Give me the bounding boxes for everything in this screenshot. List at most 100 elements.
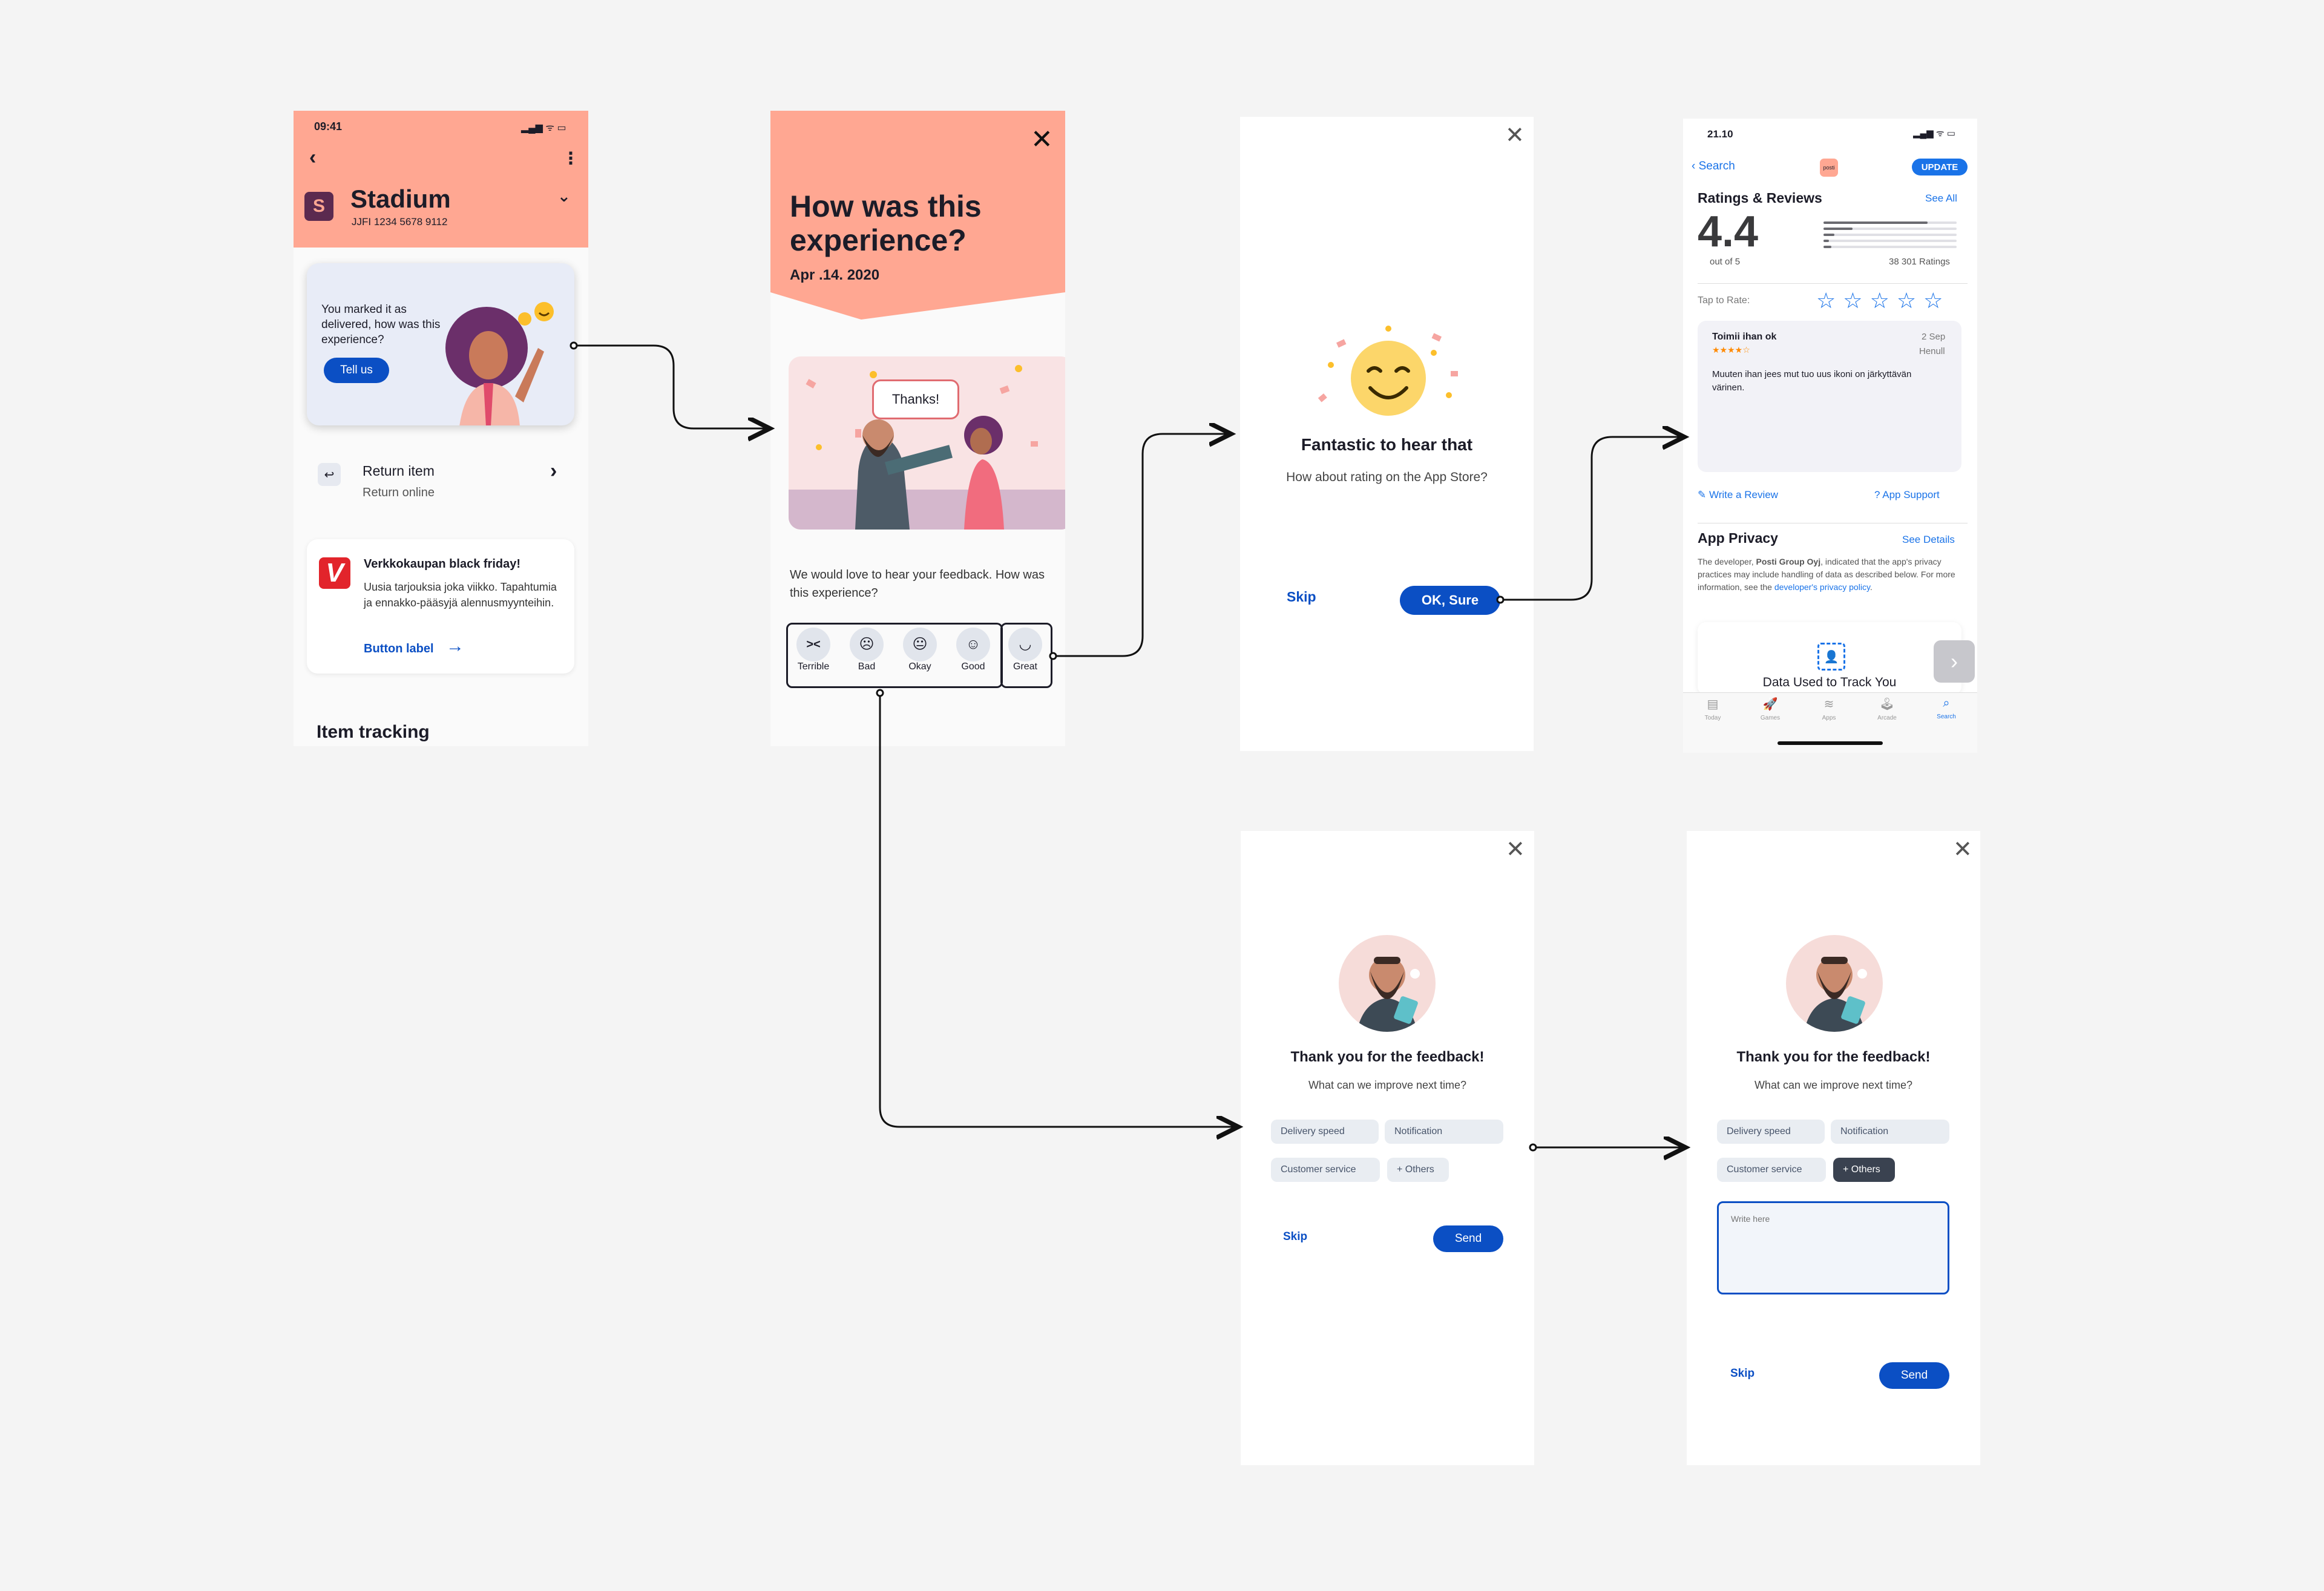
star-outline-icon[interactable]: ☆ xyxy=(1896,288,1924,313)
chip-notification[interactable]: Notification xyxy=(1831,1120,1949,1144)
dialog-title: Fantastic to hear that xyxy=(1301,435,1473,454)
rating-bad[interactable]: ☹ Bad xyxy=(842,628,891,684)
rating-okay[interactable]: 😐 Okay xyxy=(895,628,945,684)
status-icons: ▂▄▆ ᯤ ▭ xyxy=(1913,128,1955,139)
rating-great-label: Great xyxy=(1013,661,1037,672)
privacy-policy-link[interactable]: developer's privacy policy xyxy=(1774,582,1870,592)
man-avatar xyxy=(1339,935,1436,1032)
screen-rate-experience: ✕ How was this experience? Apr .14. 2020… xyxy=(770,111,1065,746)
app-support-link[interactable]: ? App Support xyxy=(1874,489,1940,500)
dialog-subtitle: How about rating on the App Store? xyxy=(1286,470,1488,484)
histogram-bar xyxy=(1823,234,1957,236)
star-outline-icon[interactable]: ☆ xyxy=(1923,288,1951,313)
track-card[interactable]: 👤 Data Used to Track You xyxy=(1698,622,1961,695)
tell-us-button[interactable]: Tell us xyxy=(324,358,389,383)
see-all-link[interactable]: See All xyxy=(1925,192,1957,204)
return-item-row[interactable]: ↩ Return item Return online › xyxy=(294,456,588,510)
chip-others[interactable]: + Others xyxy=(1387,1158,1449,1182)
chip-notification[interactable]: Notification xyxy=(1385,1120,1503,1144)
rating-terrible-label: Terrible xyxy=(797,661,830,672)
skip-button[interactable]: Skip xyxy=(1730,1367,1755,1380)
review-title: Toimii ihan ok xyxy=(1712,332,1777,342)
tap-to-rate-stars[interactable]: ☆☆☆☆☆ xyxy=(1816,288,1950,313)
status-time: 09:41 xyxy=(314,120,343,133)
back-icon[interactable]: ‹ xyxy=(309,146,317,169)
connector-great-to-store-prompt xyxy=(1056,434,1231,657)
happy-face-icon xyxy=(1318,326,1458,416)
man-avatar xyxy=(1786,935,1883,1032)
thanks-illustration xyxy=(789,356,1065,530)
person-scan-icon: 👤 xyxy=(1817,643,1845,671)
histogram-bar xyxy=(1823,221,1957,224)
tab-apps[interactable]: ≋Apps xyxy=(1811,697,1846,723)
app-support-label: App Support xyxy=(1882,489,1940,500)
divider xyxy=(1698,283,1968,284)
feedback-title: Thank you for the feedback! xyxy=(1736,1049,1931,1065)
chip-others-selected[interactable]: + Others xyxy=(1833,1158,1895,1182)
page-title: How was this experience? xyxy=(790,189,982,257)
face-terrible-icon: >< xyxy=(796,628,830,661)
skip-button[interactable]: Skip xyxy=(1283,1230,1308,1243)
star-outline-icon[interactable]: ☆ xyxy=(1816,288,1843,313)
see-details-link[interactable]: See Details xyxy=(1902,534,1955,545)
item-tracking-heading: Item tracking xyxy=(317,722,430,742)
privacy-text-body: , indicated that the app's privacy pract… xyxy=(1698,557,1955,592)
close-icon[interactable]: ✕ xyxy=(1031,125,1053,154)
review-card[interactable]: Toimii ihan ok 2 Sep ★★★★☆ Henull Muuten… xyxy=(1698,321,1961,472)
rocket-icon: 🚀 xyxy=(1762,698,1778,711)
send-button[interactable]: Send xyxy=(1879,1362,1949,1389)
rating-great[interactable]: ◡ Great xyxy=(1000,628,1050,684)
tab-games[interactable]: 🚀Games xyxy=(1753,697,1788,723)
feedback-card[interactable]: You marked it as delivered, how was this… xyxy=(307,263,574,425)
rating-good-label: Good xyxy=(961,661,985,672)
chip-customer-service[interactable]: Customer service xyxy=(1271,1158,1380,1182)
star-outline-icon[interactable]: ☆ xyxy=(1843,288,1870,313)
header xyxy=(294,111,588,248)
chip-delivery-speed[interactable]: Delivery speed xyxy=(1717,1120,1825,1144)
status-time: 21.10 xyxy=(1707,128,1733,140)
promo-link[interactable]: Button label xyxy=(364,642,434,655)
ratings-count: 38 301 Ratings xyxy=(1889,257,1950,267)
histogram-bar-fill xyxy=(1823,221,1928,224)
write-review-label: Write a Review xyxy=(1709,489,1778,500)
close-icon[interactable]: ✕ xyxy=(1506,837,1525,862)
privacy-text: The developer, Posti Group Oyj, indicate… xyxy=(1698,556,1964,594)
send-button[interactable]: Send xyxy=(1433,1225,1503,1252)
woman-illustration xyxy=(445,302,554,425)
tab-today[interactable]: ▤Today xyxy=(1695,697,1730,723)
update-button[interactable]: UPDATE xyxy=(1912,159,1968,176)
arrow-right-icon[interactable]: → xyxy=(446,636,464,656)
ok-sure-button[interactable]: OK, Sure xyxy=(1400,586,1500,615)
rating-good[interactable]: ☺ Good xyxy=(948,628,998,684)
header-banner xyxy=(770,111,1065,320)
back-search-link[interactable]: ‹ Search xyxy=(1692,160,1735,172)
chip-delivery-speed[interactable]: Delivery speed xyxy=(1271,1120,1379,1144)
chip-customer-service[interactable]: Customer service xyxy=(1717,1158,1826,1182)
skip-button[interactable]: Skip xyxy=(1287,589,1316,605)
feedback-title: Thank you for the feedback! xyxy=(1290,1049,1485,1065)
close-icon[interactable]: ✕ xyxy=(1953,837,1972,862)
home-indicator xyxy=(1777,741,1883,745)
screen-app-store: 21.10 ▂▄▆ ᯤ ▭ ‹ Search posti UPDATE Rati… xyxy=(1683,119,1977,753)
close-icon[interactable]: ✕ xyxy=(1505,123,1525,148)
write-review-link[interactable]: ✎ Write a Review xyxy=(1698,489,1778,500)
rating-bad-label: Bad xyxy=(858,661,876,672)
rating-terrible[interactable]: >< Terrible xyxy=(789,628,838,684)
histogram-bar-fill xyxy=(1823,246,1832,248)
tab-search[interactable]: ⌕Search xyxy=(1929,697,1964,721)
more-icon[interactable]: ⋮ xyxy=(562,149,579,168)
histogram-bar xyxy=(1823,240,1957,242)
tab-arcade[interactable]: 🕹Arcade xyxy=(1869,697,1905,723)
chevron-down-icon[interactable]: ⌄ xyxy=(557,187,571,205)
feedback-subtitle: What can we improve next time? xyxy=(1754,1079,1913,1091)
tab-today-label: Today xyxy=(1704,715,1721,721)
rating-out-of: out of 5 xyxy=(1710,257,1741,267)
tracking-code: JJFI 1234 5678 9112 xyxy=(352,216,448,228)
promo-card[interactable]: V Verkkokaupan black friday! Uusia tarjo… xyxy=(307,539,574,674)
feedback-textarea[interactable] xyxy=(1717,1201,1949,1294)
next-card-button[interactable]: › xyxy=(1934,640,1975,683)
screen-feedback-others: ✕ Thank you for the feedback! What can w… xyxy=(1687,831,1980,1465)
layers-icon: ≋ xyxy=(1823,698,1834,711)
star-outline-icon[interactable]: ☆ xyxy=(1869,288,1897,313)
joystick-icon: 🕹 xyxy=(1879,698,1895,711)
